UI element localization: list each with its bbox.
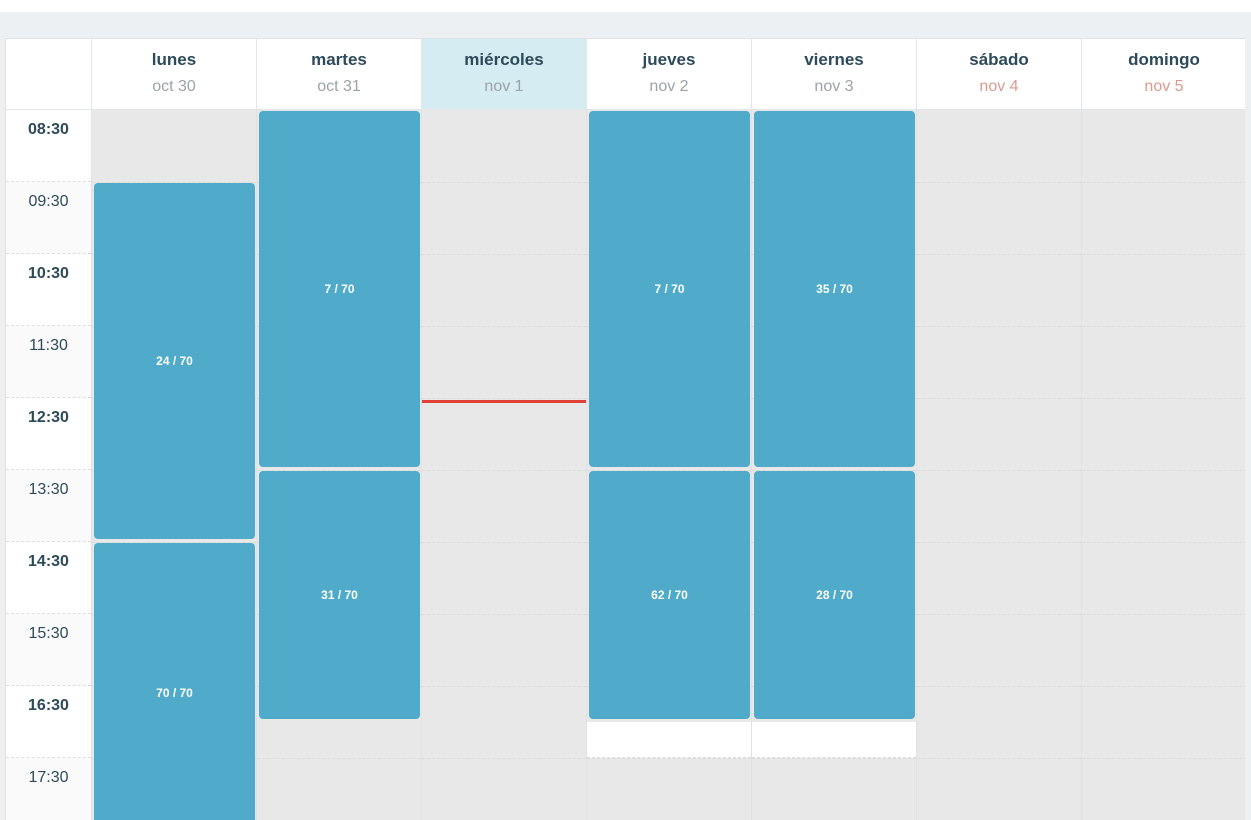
time-label: 09:30 <box>6 182 91 254</box>
time-label: 17:30 <box>6 758 91 820</box>
day-date: nov 4 <box>979 78 1019 95</box>
hour-gridline <box>1082 758 1245 759</box>
hour-gridline <box>257 758 421 759</box>
hour-gridline <box>917 398 1081 399</box>
event-slot[interactable]: 31 / 70 <box>259 471 420 719</box>
free-slot[interactable] <box>752 722 916 758</box>
hour-gridline <box>917 254 1081 255</box>
week-calendar: lunes oct 30 martes oct 31 miércoles nov… <box>5 38 1245 820</box>
event-slot[interactable]: 7 / 70 <box>259 111 420 467</box>
event-slot[interactable]: 35 / 70 <box>754 111 915 467</box>
day-column-sunday[interactable] <box>1081 110 1245 820</box>
hour-gridline <box>752 470 916 471</box>
day-date: nov 1 <box>484 78 524 95</box>
hour-gridline <box>257 470 421 471</box>
hour-gridline <box>92 542 256 543</box>
column-header-tuesday[interactable]: martes oct 31 <box>256 39 421 110</box>
day-date: nov 5 <box>1144 78 1184 95</box>
day-column-thursday[interactable]: 7 / 70 62 / 70 <box>586 110 751 820</box>
day-name: martes <box>311 50 367 69</box>
event-slot[interactable]: 62 / 70 <box>589 471 750 719</box>
day-name: viernes <box>804 50 864 69</box>
day-date: oct 31 <box>317 78 361 95</box>
time-label: 14:30 <box>6 542 91 614</box>
hour-gridline <box>1082 326 1245 327</box>
hour-gridline <box>917 542 1081 543</box>
day-name: domingo <box>1128 50 1200 69</box>
hour-gridline <box>422 686 586 687</box>
hour-gridline <box>1082 686 1245 687</box>
column-header-sunday[interactable]: domingo nov 5 <box>1081 39 1245 110</box>
top-bar <box>0 0 1251 12</box>
day-name: sábado <box>969 50 1029 69</box>
hour-gridline <box>917 326 1081 327</box>
event-slot[interactable]: 24 / 70 <box>94 183 255 539</box>
hour-gridline <box>1082 182 1245 183</box>
free-slot[interactable] <box>587 722 751 758</box>
hour-gridline <box>422 326 586 327</box>
day-column-tuesday[interactable]: 7 / 70 31 / 70 <box>256 110 421 820</box>
day-column-friday[interactable]: 35 / 70 28 / 70 <box>751 110 916 820</box>
hour-gridline <box>422 758 586 759</box>
day-column-saturday[interactable] <box>916 110 1081 820</box>
hour-gridline <box>1082 542 1245 543</box>
time-label: 16:30 <box>6 686 91 758</box>
hour-gridline <box>917 686 1081 687</box>
hour-gridline <box>587 470 751 471</box>
hour-gridline <box>917 182 1081 183</box>
column-header-wednesday-today[interactable]: miércoles nov 1 <box>421 39 586 110</box>
hour-gridline <box>917 470 1081 471</box>
time-label: 10:30 <box>6 254 91 326</box>
time-label: 12:30 <box>6 398 91 470</box>
hour-gridline <box>1082 614 1245 615</box>
hour-gridline <box>1082 254 1245 255</box>
hour-gridline <box>422 182 586 183</box>
day-date: nov 3 <box>814 78 854 95</box>
time-label: 15:30 <box>6 614 91 686</box>
hour-gridline <box>422 254 586 255</box>
day-column-monday[interactable]: 24 / 70 70 / 70 <box>91 110 256 820</box>
header-corner <box>6 39 91 110</box>
hour-gridline <box>422 470 586 471</box>
hour-gridline <box>1082 470 1245 471</box>
hour-gridline <box>422 398 586 399</box>
column-header-monday[interactable]: lunes oct 30 <box>91 39 256 110</box>
hour-gridline <box>587 758 751 759</box>
column-header-friday[interactable]: viernes nov 3 <box>751 39 916 110</box>
time-label: 13:30 <box>6 470 91 542</box>
column-header-saturday[interactable]: sábado nov 4 <box>916 39 1081 110</box>
column-header-thursday[interactable]: jueves nov 2 <box>586 39 751 110</box>
event-slot[interactable]: 70 / 70 <box>94 543 255 820</box>
day-name: lunes <box>151 50 197 69</box>
day-name: miércoles <box>464 50 544 69</box>
hour-gridline <box>422 614 586 615</box>
hour-gridline <box>1082 398 1245 399</box>
hour-gridline <box>422 542 586 543</box>
day-date: nov 2 <box>649 78 689 95</box>
hour-gridline <box>917 758 1081 759</box>
current-time-indicator <box>422 400 586 403</box>
hour-gridline <box>752 758 916 759</box>
day-name: jueves <box>642 50 696 69</box>
hour-gridline <box>917 614 1081 615</box>
time-label: 11:30 <box>6 326 91 398</box>
day-column-wednesday[interactable] <box>421 110 586 820</box>
time-label: 08:30 <box>6 110 91 182</box>
event-slot[interactable]: 7 / 70 <box>589 111 750 467</box>
hour-gridline <box>92 182 256 183</box>
event-slot[interactable]: 28 / 70 <box>754 471 915 719</box>
day-date: oct 30 <box>152 78 196 95</box>
